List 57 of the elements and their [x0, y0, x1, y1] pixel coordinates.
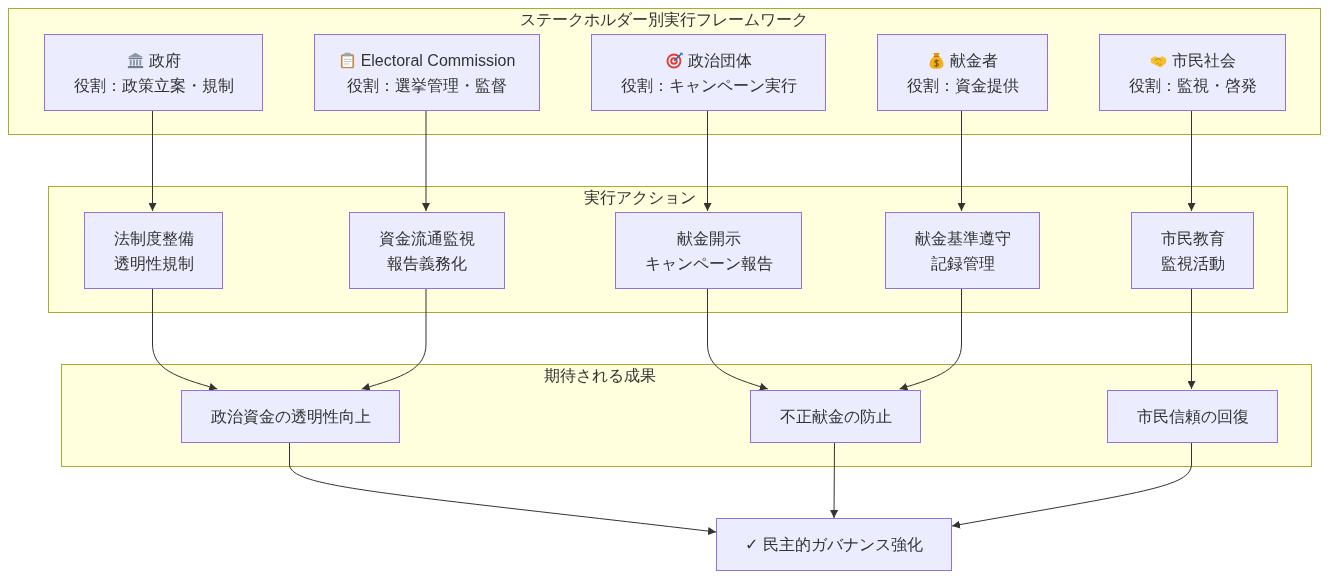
group-panel: [61, 364, 1312, 467]
role-text: 役割：資金提供: [906, 75, 1019, 96]
arrow: [957, 109, 966, 212]
process-box: [615, 212, 802, 289]
group-title: 実行アクション: [584, 188, 696, 208]
arrow: [361, 287, 427, 391]
process-box: [44, 34, 263, 111]
group-title: ステークホルダー別実行フレームワーク: [520, 10, 808, 30]
arrow: [899, 287, 962, 391]
node-text: 資金流通監視: [379, 228, 475, 249]
node-text: 監視活動: [1160, 253, 1225, 274]
process-box: [591, 34, 826, 111]
role-text: 役割：選挙管理・監督: [347, 75, 507, 96]
node-text: キャンペーン報告: [644, 253, 773, 274]
node-text: 報告義務化: [387, 253, 467, 274]
node-text: 透明性規制: [113, 253, 194, 274]
node-text: 献金基準遵守: [914, 228, 1011, 249]
arrow: [1187, 109, 1196, 212]
process-box: [750, 390, 921, 443]
group-title: 期待される成果: [544, 366, 656, 386]
process-box: [314, 34, 540, 111]
process-box: [1107, 390, 1278, 443]
arrow: [707, 287, 769, 391]
node-title: 政治団体: [687, 50, 752, 71]
arrow: [148, 109, 157, 212]
node-text: 不正献金の防止: [779, 407, 892, 427]
process-box: [877, 34, 1048, 111]
group-panel: [8, 8, 1321, 135]
arrow: [152, 287, 218, 391]
node-text: ✓ 民主的ガバナンス強化: [745, 535, 923, 555]
node-text: 市民教育: [1160, 228, 1225, 249]
group-panel: [48, 186, 1288, 313]
node-title: 政府: [148, 50, 181, 71]
process-box: [1131, 212, 1254, 289]
arrow: [1187, 287, 1196, 390]
process-box: [181, 390, 400, 443]
process-box: [1099, 34, 1286, 111]
node-title: 市民社会: [1171, 50, 1236, 71]
node-text: 市民信頼の回復: [1136, 407, 1249, 427]
process-box: [84, 212, 223, 289]
arrow: [422, 109, 430, 212]
arrow: [951, 441, 1192, 529]
process-box: [349, 212, 505, 289]
role-text: 役割：キャンペーン実行: [620, 75, 797, 96]
node-text: 献金開示: [676, 228, 741, 249]
node-text: 記録管理: [930, 253, 995, 274]
node-title: 献金者: [949, 50, 998, 71]
node-text: 政治資金の透明性向上: [210, 407, 371, 427]
node-text: 法制度整備: [113, 228, 194, 249]
role-text: 役割：政策立案・規制: [73, 75, 234, 96]
node-title: Electoral Commission: [360, 50, 516, 71]
role-text: 役割：監視・啓発: [1128, 75, 1257, 96]
process-box: [885, 212, 1040, 289]
arrow: [830, 441, 839, 519]
arrow: [703, 109, 712, 212]
process-box: [716, 518, 952, 571]
arrow: [289, 441, 717, 536]
